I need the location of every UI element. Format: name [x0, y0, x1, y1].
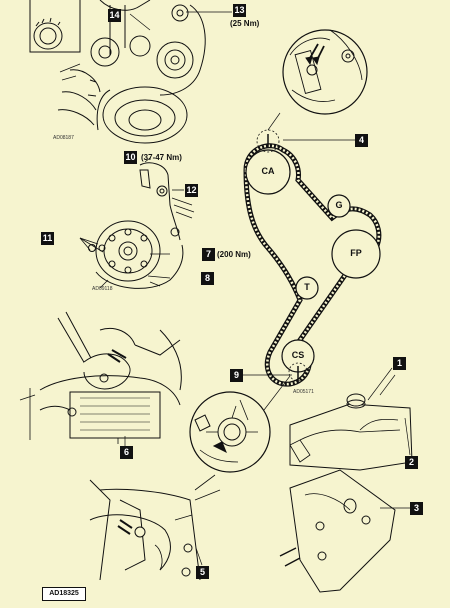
callout-7: 7	[202, 248, 215, 261]
engine-block-illustration	[19, 311, 182, 444]
guide-pulley	[327, 194, 351, 218]
callout-3: 3	[410, 502, 423, 515]
callout-11: 11	[41, 232, 54, 245]
label-fuel-pump: FP	[350, 248, 362, 258]
callout-4: 4	[355, 134, 368, 147]
callout-9: 9	[230, 369, 243, 382]
torque-10: (37-47 Nm)	[141, 153, 182, 162]
label-guide: G	[335, 200, 343, 210]
ref-code-3: AD05171	[293, 389, 314, 395]
callout-14: 14	[108, 9, 121, 22]
callout-5: 5	[196, 566, 209, 579]
callout-2: 2	[405, 456, 418, 469]
callout-8: 8	[201, 272, 214, 285]
callout-12: 12	[185, 184, 198, 197]
torque-13: (25 Nm)	[230, 19, 260, 28]
callout-13: 13	[233, 4, 246, 17]
ref-code-2: AD09118	[92, 286, 113, 292]
crank-area-illustration	[89, 474, 221, 581]
tensioner-pulley	[295, 276, 319, 300]
pulleys	[245, 149, 381, 373]
callout-10: 10	[124, 151, 137, 164]
crank-timing-detail	[189, 375, 291, 473]
label-crankshaft: CS	[291, 350, 305, 360]
timing-covers	[279, 367, 413, 593]
figure-code: AD18325	[42, 587, 86, 601]
engine-front-illustration	[57, 0, 206, 144]
camshaft-pulley	[245, 149, 291, 195]
label-camshaft: CA	[261, 166, 275, 176]
tensioner-assembly	[79, 157, 195, 289]
torque-7: (200 Nm)	[217, 250, 251, 259]
callout-6: 6	[120, 446, 133, 459]
callout-1: 1	[393, 357, 406, 370]
corner-inset	[29, 0, 81, 53]
cam-timing-detail	[267, 29, 368, 131]
fuel-pump-pulley	[331, 229, 381, 279]
label-tensioner: T	[304, 282, 310, 292]
ref-code-1: AD08187	[53, 135, 74, 141]
